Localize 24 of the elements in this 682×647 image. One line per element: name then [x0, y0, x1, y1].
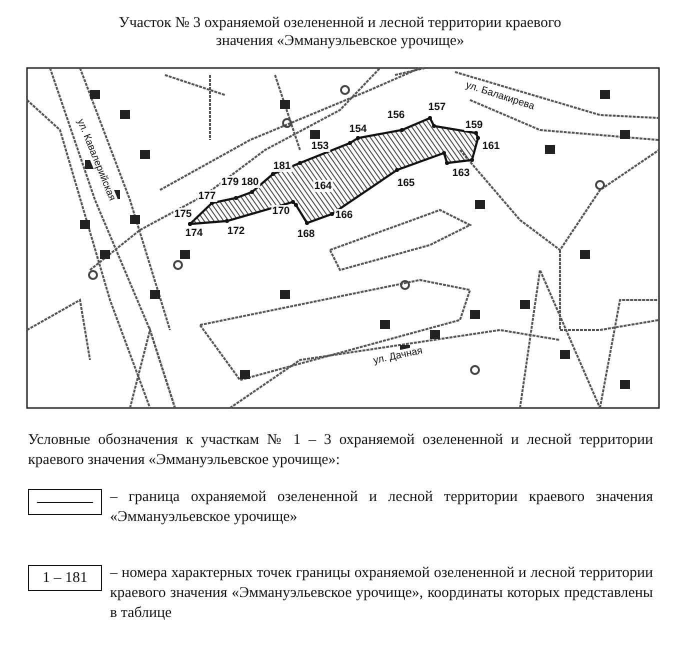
- point-number: 170: [271, 205, 291, 217]
- point-number: 174: [184, 227, 204, 239]
- point-number: 154: [348, 123, 368, 135]
- point-number: 172: [226, 225, 246, 237]
- point-number: 161: [481, 140, 501, 152]
- point-number: 165: [396, 177, 416, 189]
- point-number: 153: [310, 140, 330, 152]
- point-number: 157: [427, 101, 447, 113]
- point-number: 181: [272, 160, 292, 172]
- title: Участок № 3 охраняемой озелененной и лесной территории краевого значения «Эммануэльевское урочище»: [118, 14, 562, 50]
- legend-text: – номера характерных точек границы охраняемой озелененной и лесной территории краевого значения «Эммануэльевское урочище», координаты которых представлены в таблице: [110, 564, 653, 623]
- point-number: 166: [334, 209, 354, 221]
- legend-text: – граница охраняемой озелененной и лесной территории краевого значения «Эммануэльевское урочище»: [110, 488, 653, 527]
- point-number: 159: [464, 119, 484, 131]
- point-number: 156: [386, 109, 406, 121]
- legend-heading: Условные обозначения к участкам № 1 – 3 охраняемой озелененной и лесной территории краевого значения «Эммануэльевское урочище»:: [28, 431, 653, 470]
- point-number: 164: [313, 180, 333, 192]
- point-number: 179: [220, 176, 240, 188]
- point-number: 177: [197, 190, 217, 202]
- point-number: 180: [240, 176, 260, 188]
- point-number: 175: [173, 208, 193, 220]
- point-number: 163: [451, 167, 471, 179]
- point-range-label: 1 – 181: [28, 565, 102, 591]
- point-number: 168: [296, 228, 316, 240]
